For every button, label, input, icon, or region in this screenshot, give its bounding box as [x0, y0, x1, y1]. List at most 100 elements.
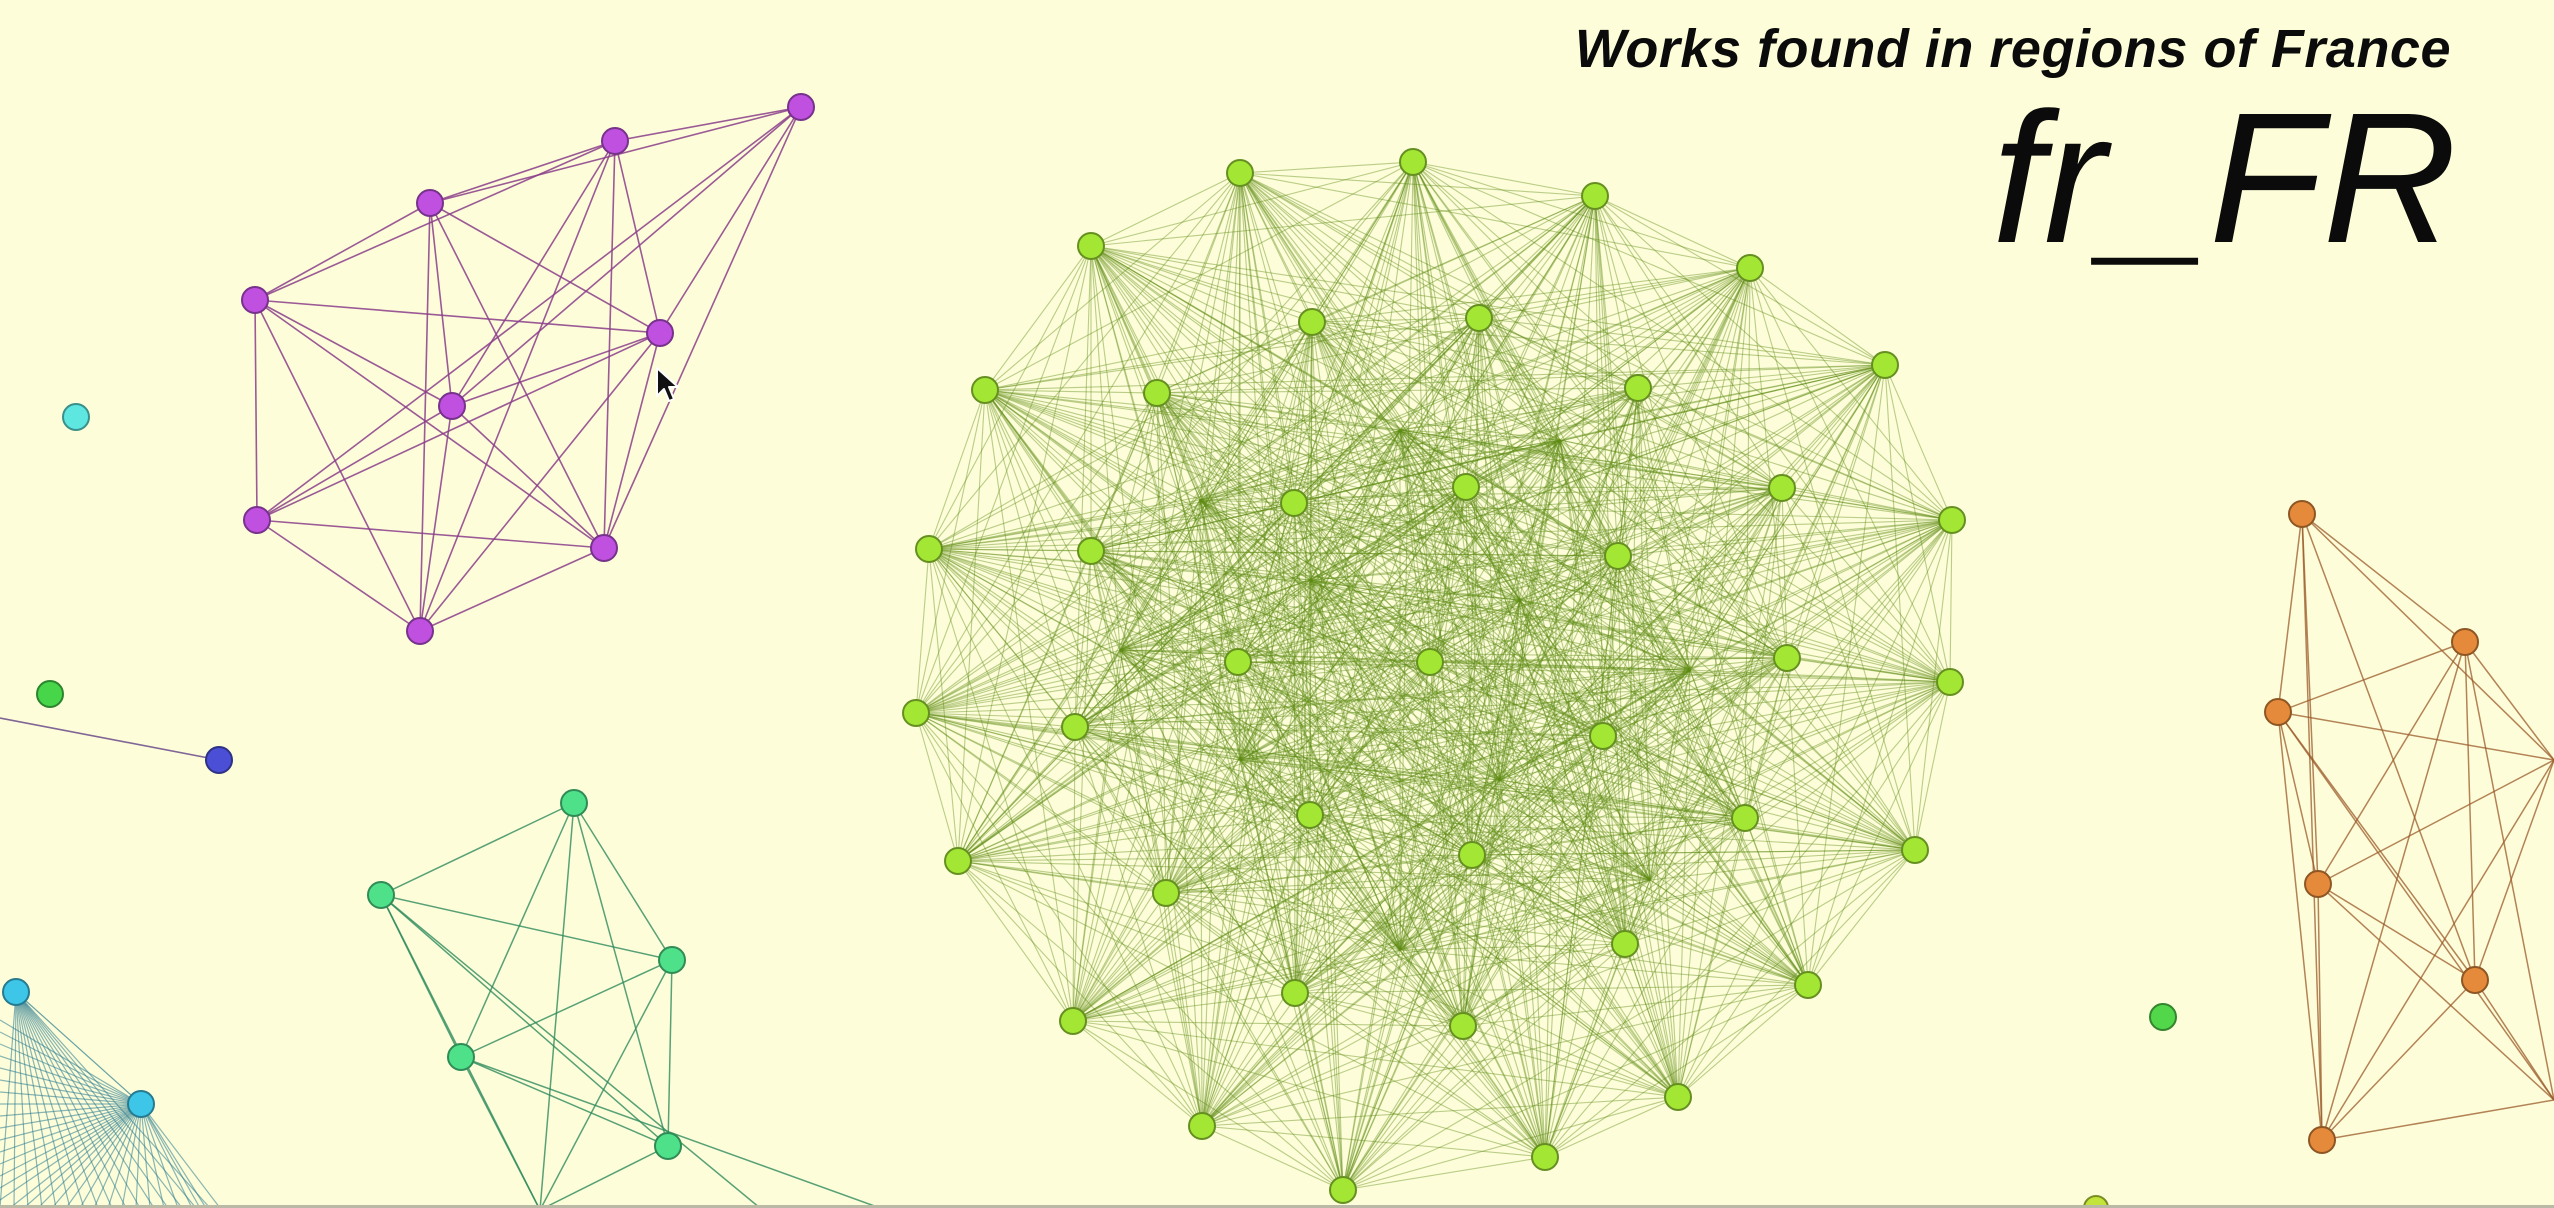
green-cluster-edge: [1412, 161, 1916, 851]
green-cluster-node[interactable]: [1773, 644, 1801, 672]
green-cluster-node[interactable]: [1611, 930, 1639, 958]
green-cluster-node[interactable]: [1731, 804, 1759, 832]
isolated-cyan-node[interactable]: [62, 403, 90, 431]
green-cluster-node[interactable]: [1664, 1083, 1692, 1111]
green-cluster-node[interactable]: [902, 699, 930, 727]
green-cluster-node[interactable]: [971, 376, 999, 404]
green-cluster-node[interactable]: [1226, 159, 1254, 187]
green-cluster-node[interactable]: [1465, 304, 1493, 332]
green-cluster-node[interactable]: [1329, 1176, 1357, 1204]
teal-cluster-node[interactable]: [560, 789, 588, 817]
green-cluster-edge: [1786, 657, 1951, 683]
green-cluster-node[interactable]: [1296, 801, 1324, 829]
green-cluster-edge: [957, 681, 1951, 862]
green-cluster-node[interactable]: [1938, 506, 1966, 534]
green-cluster-edge: [1074, 387, 1639, 728]
orange-cluster-node[interactable]: [2451, 628, 2479, 656]
green-cluster-node[interactable]: [1059, 1007, 1087, 1035]
green-cluster-node[interactable]: [1624, 374, 1652, 402]
green-cluster-node[interactable]: [1581, 182, 1609, 210]
orange-cluster-node[interactable]: [2264, 698, 2292, 726]
green-cluster-edge: [915, 712, 959, 862]
green-cluster-node[interactable]: [1452, 473, 1480, 501]
teal-cluster-node[interactable]: [654, 1132, 682, 1160]
green-cluster-edge: [1237, 661, 1951, 683]
purple-cluster-node[interactable]: [416, 189, 444, 217]
green-cluster-node[interactable]: [1901, 836, 1929, 864]
green-cluster-edge: [1544, 984, 1809, 1158]
teal-cluster-node[interactable]: [367, 881, 395, 909]
green-cluster-node[interactable]: [1736, 254, 1764, 282]
isolated-green-right-node[interactable]: [2149, 1003, 2177, 1031]
green-cluster-node[interactable]: [1768, 474, 1796, 502]
green-cluster-node[interactable]: [1794, 971, 1822, 999]
green-cluster-node[interactable]: [1077, 537, 1105, 565]
green-cluster-node[interactable]: [1449, 1012, 1477, 1040]
green-cluster-node[interactable]: [1061, 713, 1089, 741]
green-cluster-node[interactable]: [1416, 648, 1444, 676]
green-cluster-node[interactable]: [1281, 979, 1309, 1007]
purple-cluster-node[interactable]: [787, 93, 815, 121]
green-cluster-node[interactable]: [1143, 379, 1171, 407]
green-cluster-edge: [1165, 657, 1788, 894]
green-cluster-edge: [1462, 555, 1619, 1027]
teal-cluster-node[interactable]: [658, 946, 686, 974]
purple-cluster-edge: [614, 106, 802, 142]
green-cluster-node[interactable]: [1531, 1143, 1559, 1171]
green-cluster-edge: [1412, 161, 1596, 197]
purple-cluster-node[interactable]: [590, 534, 618, 562]
orange-cluster-node[interactable]: [2288, 500, 2316, 528]
green-cluster-edge: [1342, 854, 1473, 1191]
green-cluster-edge: [1201, 759, 1241, 1127]
green-cluster-node[interactable]: [1224, 648, 1252, 676]
purple-cluster-node[interactable]: [406, 617, 434, 645]
green-cluster-node[interactable]: [1298, 308, 1326, 336]
green-cluster-edge: [1199, 499, 1501, 781]
green-cluster-edge: [1465, 486, 1783, 489]
green-cluster-node[interactable]: [1871, 351, 1899, 379]
green-cluster-node[interactable]: [1280, 489, 1308, 517]
green-cluster-node[interactable]: [915, 535, 943, 563]
green-cluster-node[interactable]: [1458, 841, 1486, 869]
green-cluster-node[interactable]: [944, 847, 972, 875]
green-cluster-node[interactable]: [1399, 148, 1427, 176]
purple-cluster-node[interactable]: [438, 392, 466, 420]
green-cluster-node[interactable]: [1152, 879, 1180, 907]
green-cluster-node[interactable]: [1077, 232, 1105, 260]
green-cluster-edge: [1311, 321, 1886, 366]
green-cluster-edge: [1119, 649, 1546, 1158]
green-cluster-edge: [1602, 364, 1886, 737]
orange-cluster-node[interactable]: [2461, 966, 2489, 994]
green-cluster-edge: [1294, 992, 1679, 1098]
green-cluster-edge: [1309, 579, 1951, 683]
green-cluster-edge: [928, 548, 1241, 761]
green-cluster-edge: [1399, 599, 1521, 951]
teal-cluster-node[interactable]: [447, 1043, 475, 1071]
green-cluster-node[interactable]: [1604, 542, 1632, 570]
green-cluster-edge: [1559, 439, 1809, 986]
orange-cluster-node[interactable]: [2308, 1126, 2336, 1154]
purple-cluster-node[interactable]: [601, 127, 629, 155]
blue-cluster-node[interactable]: [2, 978, 30, 1006]
green-cluster-edge: [1072, 814, 1311, 1022]
orange-cluster-node[interactable]: [2304, 870, 2332, 898]
green-cluster-edge: [1884, 364, 1953, 521]
green-cluster-edge: [1649, 364, 1886, 881]
purple-cluster-node[interactable]: [243, 506, 271, 534]
purple-cluster-node[interactable]: [241, 286, 269, 314]
purple-cluster-node[interactable]: [646, 319, 674, 347]
green-cluster-edge: [1294, 949, 1401, 994]
green-cluster-edge: [1519, 487, 1783, 601]
green-cluster-edge: [1293, 502, 1546, 1158]
green-cluster-edge: [1293, 502, 1679, 1098]
isolated-green-node[interactable]: [36, 680, 64, 708]
green-cluster-node[interactable]: [1936, 668, 1964, 696]
teal-cluster-edge: [539, 802, 575, 1208]
blue-cluster-node[interactable]: [127, 1090, 155, 1118]
green-cluster-node[interactable]: [1188, 1112, 1216, 1140]
green-cluster-edge: [1749, 267, 1886, 366]
isolated-blue-node[interactable]: [205, 746, 233, 774]
green-cluster-node[interactable]: [1589, 722, 1617, 750]
green-cluster-edge: [1090, 550, 1916, 851]
